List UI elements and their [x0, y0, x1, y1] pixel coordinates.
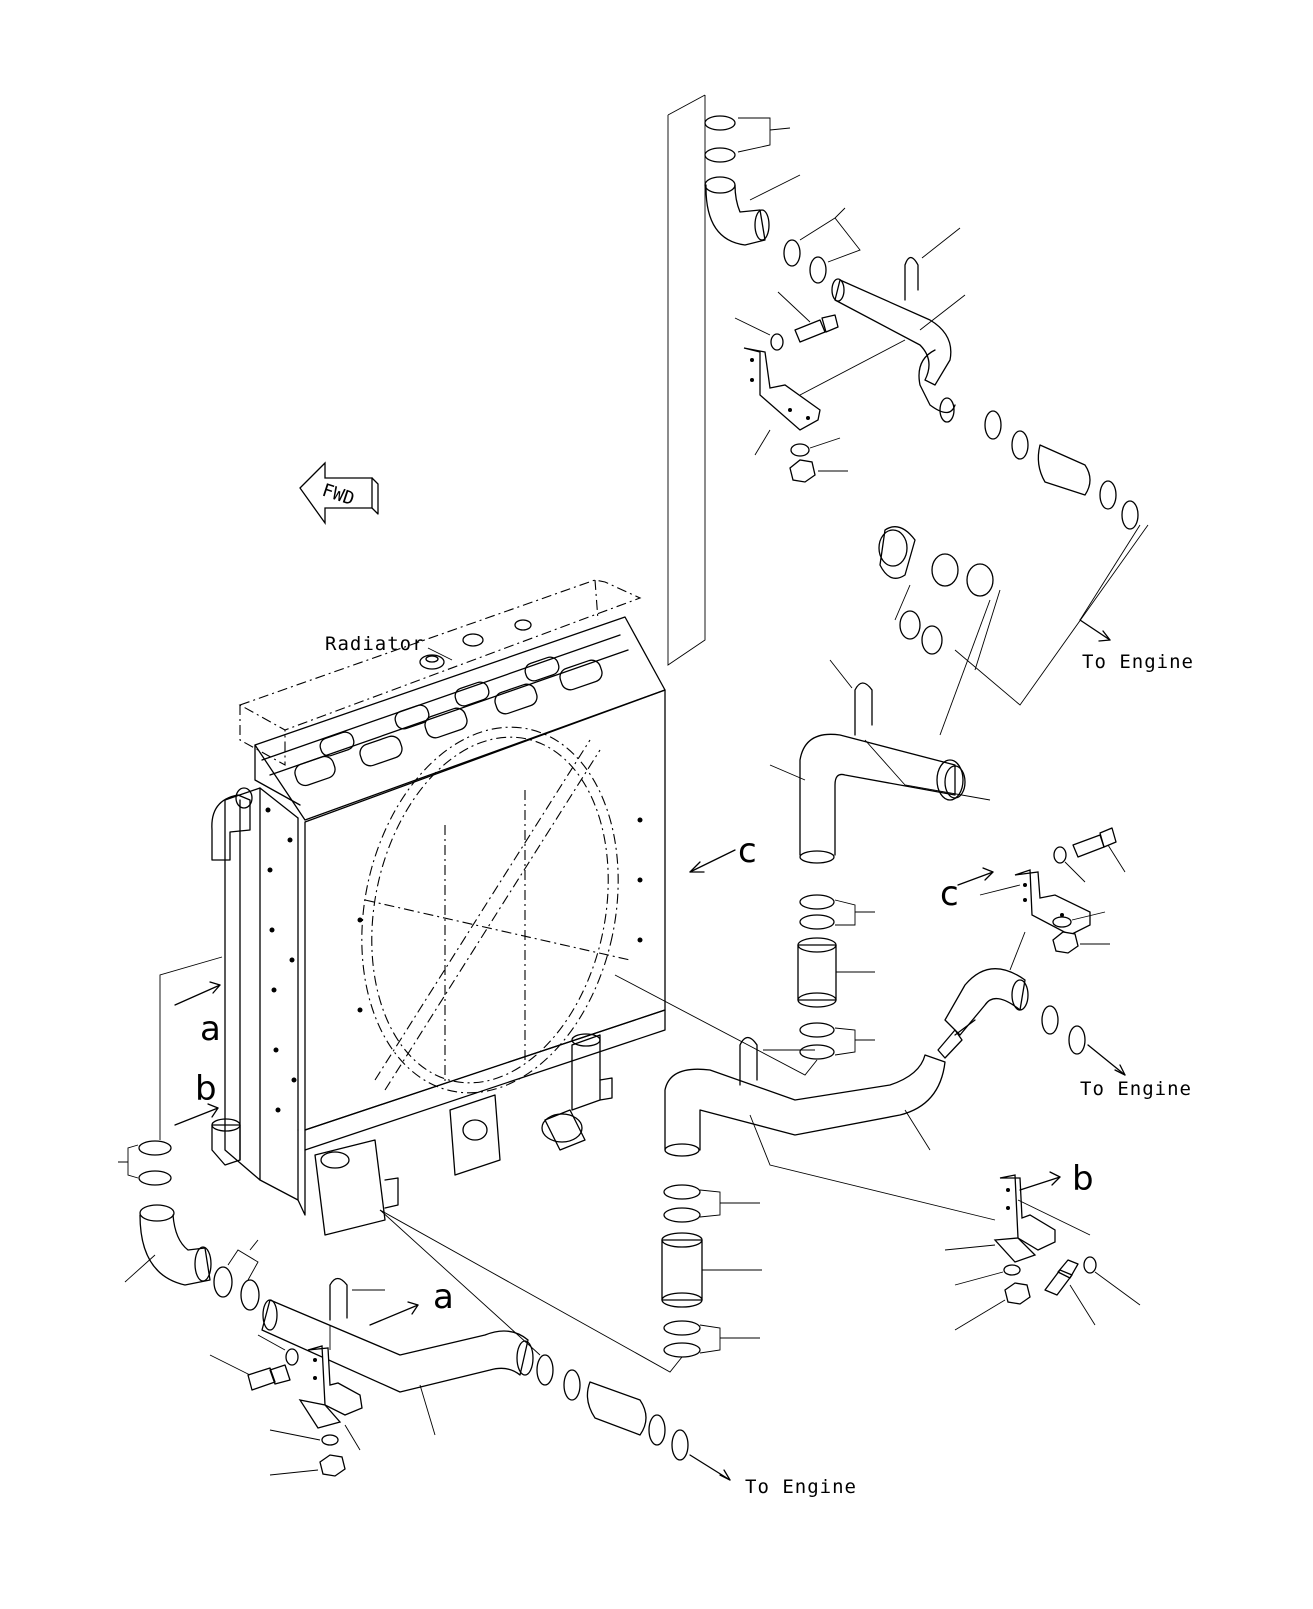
upper-clamp-pair	[704, 115, 791, 163]
mid-u-bolt	[829, 659, 873, 736]
ll-clamp-pair	[118, 1140, 172, 1186]
to-engine-label-2: To Engine	[1080, 1078, 1192, 1100]
lr-u-bolt	[739, 1036, 815, 1086]
ll-coupler-set: To Engine	[536, 1354, 857, 1498]
upper-bracket	[743, 339, 906, 456]
top-tank-openings	[294, 656, 603, 787]
upper-hose-set: To Engine	[667, 94, 1194, 673]
ll-elbow-hose	[124, 1204, 212, 1286]
ll-clamp-pair-2	[213, 1239, 260, 1311]
mid-bolt-washer	[1053, 827, 1126, 883]
mid-clamp-pair-1	[799, 894, 875, 930]
lr-joint	[937, 1019, 976, 1059]
middle-hose-set: c c	[614, 524, 1149, 1076]
upper-coupler-set: To Engine	[984, 410, 1194, 673]
lr-clamp-pair-1	[663, 1184, 760, 1223]
left-lower-elbow	[211, 1118, 241, 1166]
lr-bolt-washer	[1044, 1256, 1141, 1326]
radiator-assembly: Radiator	[211, 579, 666, 1236]
lower-right-hose-set: To Engine	[379, 967, 1192, 1373]
bottom-outlet-pipes	[314, 1033, 613, 1236]
ll-bracket	[298, 1325, 363, 1451]
radiator-label: Radiator	[325, 633, 425, 655]
upper-clamp-pair-2	[783, 207, 861, 284]
marker-b-right: b	[1072, 1159, 1094, 1199]
marker-b-left: b	[195, 1069, 217, 1109]
upper-tube	[831, 278, 966, 423]
ll-washer-nut	[269, 1429, 346, 1477]
ll-bolt-washer	[209, 1334, 299, 1391]
mid-elbow-tube	[769, 733, 966, 864]
lower-left-hose-set: a b a	[118, 956, 857, 1498]
left-upper-elbow	[211, 787, 253, 861]
to-engine-label-1: To Engine	[1082, 651, 1194, 673]
lr-long-tube	[664, 1054, 946, 1157]
upper-bolt-washer	[734, 291, 839, 351]
mid-adapter-clamps	[878, 524, 1149, 736]
upper-nut-washer	[789, 437, 848, 483]
mid-bracket	[979, 869, 1091, 971]
ll-u-bolt	[329, 1277, 385, 1321]
upper-elbow-hose	[704, 174, 801, 246]
ll-long-tube	[261, 1299, 534, 1436]
lr-washer-nut	[954, 1264, 1031, 1331]
lr-elbow-hose: To Engine	[944, 967, 1192, 1100]
mid-clamp-pair-2	[614, 974, 875, 1076]
fwd-direction-arrow: FWD	[299, 461, 379, 526]
lr-bracket	[944, 1174, 1091, 1263]
marker-a-right: a	[433, 1277, 454, 1317]
lr-clamp-pair-2	[379, 1209, 760, 1373]
marker-c-top: c	[738, 831, 757, 871]
mid-sleeve	[797, 937, 875, 1008]
upper-u-bolt	[904, 227, 961, 301]
frame-bolts	[265, 807, 643, 1113]
to-engine-label-3: To Engine	[745, 1476, 857, 1498]
marker-a-left: a	[200, 1009, 221, 1049]
marker-c-bottom: c	[940, 874, 959, 914]
mid-nut-washer	[1052, 911, 1110, 954]
lr-sleeve	[661, 1232, 762, 1308]
